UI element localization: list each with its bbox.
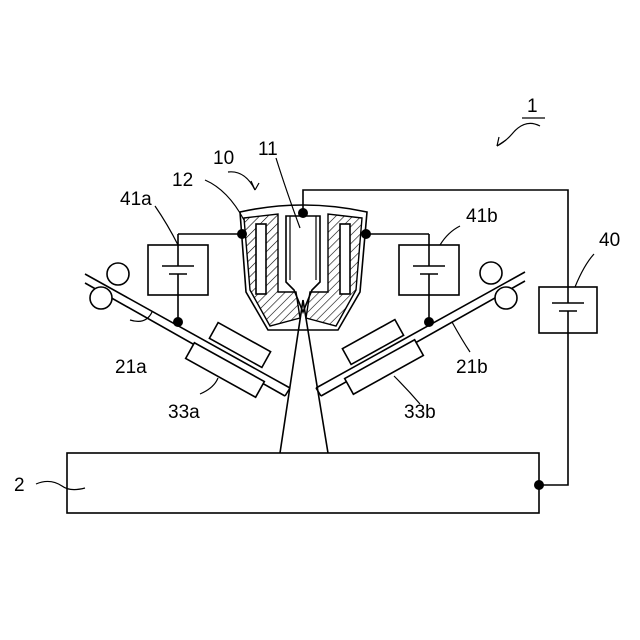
- leader-21a: [130, 312, 152, 321]
- leader-11: [276, 158, 300, 228]
- label-10: 10: [213, 148, 234, 169]
- label-11: 11: [258, 139, 278, 160]
- nozzle-tip-outline: [290, 216, 316, 280]
- junction-dot-wire-b: [424, 317, 434, 327]
- leader-1: [497, 123, 540, 146]
- roller-a-bottom: [90, 287, 112, 309]
- junction-dot-wire-a: [173, 317, 183, 327]
- power-supply-a: [148, 234, 242, 322]
- leader-1-arrow: [497, 137, 506, 146]
- label-41a: 41a: [120, 189, 152, 210]
- label-40: 40: [599, 230, 620, 251]
- leader-33a: [200, 378, 218, 394]
- label-12: 12: [172, 170, 193, 191]
- nozzle: [240, 205, 367, 330]
- roller-a-top: [107, 263, 129, 285]
- leader-21b: [452, 322, 470, 352]
- leader-33b: [394, 376, 420, 404]
- label-21b: 21b: [456, 357, 488, 378]
- plasma-jet: [280, 300, 328, 453]
- label-21a: 21a: [115, 357, 147, 378]
- main-power-wire-bottom: [539, 333, 568, 485]
- power-supply-b: [366, 234, 459, 322]
- junction-dot-substrate: [534, 480, 544, 490]
- label-2: 2: [14, 475, 25, 496]
- label-1: 1: [527, 96, 538, 117]
- label-33a: 33a: [168, 402, 200, 423]
- leader-41b: [440, 226, 460, 245]
- nozzle-hatch-right: [306, 214, 362, 326]
- nozzle-hatch-left: [244, 214, 300, 326]
- leader-12: [205, 180, 244, 220]
- leader-10: [228, 172, 255, 190]
- junction-dot-nozzle-top: [298, 208, 308, 218]
- substrate: [67, 453, 539, 513]
- nozzle-channel-left: [256, 224, 266, 294]
- label-41b: 41b: [466, 206, 498, 227]
- roller-b-bottom: [495, 287, 517, 309]
- junction-dot-nozzle-left: [237, 229, 247, 239]
- roller-b-top: [480, 262, 502, 284]
- junction-dot-nozzle-right: [361, 229, 371, 239]
- leader-40: [575, 254, 594, 287]
- nozzle-channel-right: [340, 224, 350, 294]
- label-33b: 33b: [404, 402, 436, 423]
- leader-41a: [155, 206, 178, 245]
